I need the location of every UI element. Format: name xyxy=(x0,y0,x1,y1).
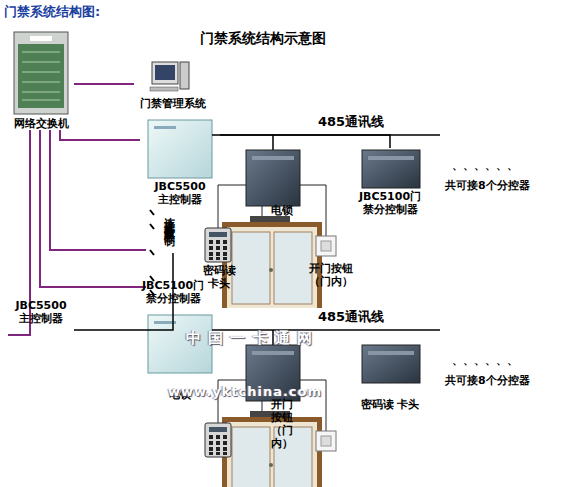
network-switch: 网络交换机 xyxy=(8,30,74,130)
node-label: 密码读 卡头 xyxy=(199,264,239,290)
watermark: www.yktchina.com xyxy=(168,384,322,399)
pc-keyboard xyxy=(150,87,178,91)
sub-controller: 密码读 卡头 xyxy=(352,343,428,411)
network-switch: JBC5500 主控制器 xyxy=(8,225,74,325)
reader-slot xyxy=(209,232,227,237)
reader-keypad xyxy=(209,240,227,260)
network-wire xyxy=(40,130,146,287)
switch-panel xyxy=(18,44,64,108)
main-controller: JBC5500 主控制器 xyxy=(140,118,220,206)
door-controller-box xyxy=(246,150,300,206)
node-label: 开门按钮 （门内） xyxy=(267,398,297,450)
node-label: 网络交换机 xyxy=(9,117,73,130)
bus-label: 485通讯线 xyxy=(318,113,384,131)
controller-strip xyxy=(252,156,294,160)
node-label: 电锁 xyxy=(267,204,297,217)
connector-line xyxy=(74,83,134,85)
door-panel xyxy=(274,232,312,304)
bus-label: 485通讯线 xyxy=(318,308,384,326)
switch-cabinet xyxy=(14,32,68,114)
sub-controller-box xyxy=(362,150,420,188)
door-knob xyxy=(269,268,273,272)
button-key xyxy=(321,241,331,251)
controller-strip xyxy=(368,156,414,160)
capacity-note: 共可接8个分控器 xyxy=(445,373,530,388)
node-label: JBC5100门 禁分控制器 xyxy=(357,190,423,216)
connector-line xyxy=(220,135,390,148)
switch-plate xyxy=(30,36,52,41)
sub-controller: JBC5100门 禁分控制器 xyxy=(352,148,428,216)
rs485-bus xyxy=(212,134,440,136)
door-panel xyxy=(232,232,270,304)
capacity-note: 共可接8个分控器 xyxy=(445,178,530,193)
node-label: JBC5500 主控制器 xyxy=(9,299,73,325)
electric-lock: 开门按钮 （门内） xyxy=(266,398,298,450)
card-reader: 密码读 卡头 xyxy=(198,224,240,290)
switch-ports xyxy=(22,52,60,100)
pc-screen xyxy=(155,65,175,80)
node-label: 开门按钮 （门内） xyxy=(307,262,355,288)
reader-body xyxy=(205,228,231,262)
controller-group xyxy=(148,315,440,487)
node-label: JBC5100门 禁分控制器 xyxy=(135,279,211,305)
main-controller-box xyxy=(148,120,212,178)
node-label: JBC5500 主控制器 xyxy=(150,180,210,206)
pc-tower xyxy=(180,62,189,89)
watermark: 中 国 一 卡 通 网 xyxy=(186,329,313,348)
pc-monitor xyxy=(152,62,178,84)
page-heading: 门禁系统结构图: xyxy=(4,3,100,21)
ellipsis: 、、、、、、 xyxy=(452,158,518,173)
electric-lock: 电锁 xyxy=(266,203,298,217)
door-frame xyxy=(222,222,322,308)
bus-drop xyxy=(272,135,274,150)
button-plate xyxy=(316,236,336,256)
diagram-title: 门禁系统结构示意图 xyxy=(200,30,326,48)
node-label: 门禁管理系统 xyxy=(135,97,211,110)
ellipsis: 、、、、、、 xyxy=(452,353,518,368)
node-label: 密码读 卡头 xyxy=(357,398,423,411)
exit-button: 开门按钮 （门内） xyxy=(302,232,360,288)
door-leaf xyxy=(227,227,317,308)
unlimited-note: 连接无数量限制 xyxy=(161,208,176,229)
management-pc: 门禁管理系统 xyxy=(134,58,212,110)
controller-plate xyxy=(154,126,176,129)
management-pc: JBC5100门 禁分控制器 xyxy=(134,253,212,305)
connector-line xyxy=(60,130,140,140)
